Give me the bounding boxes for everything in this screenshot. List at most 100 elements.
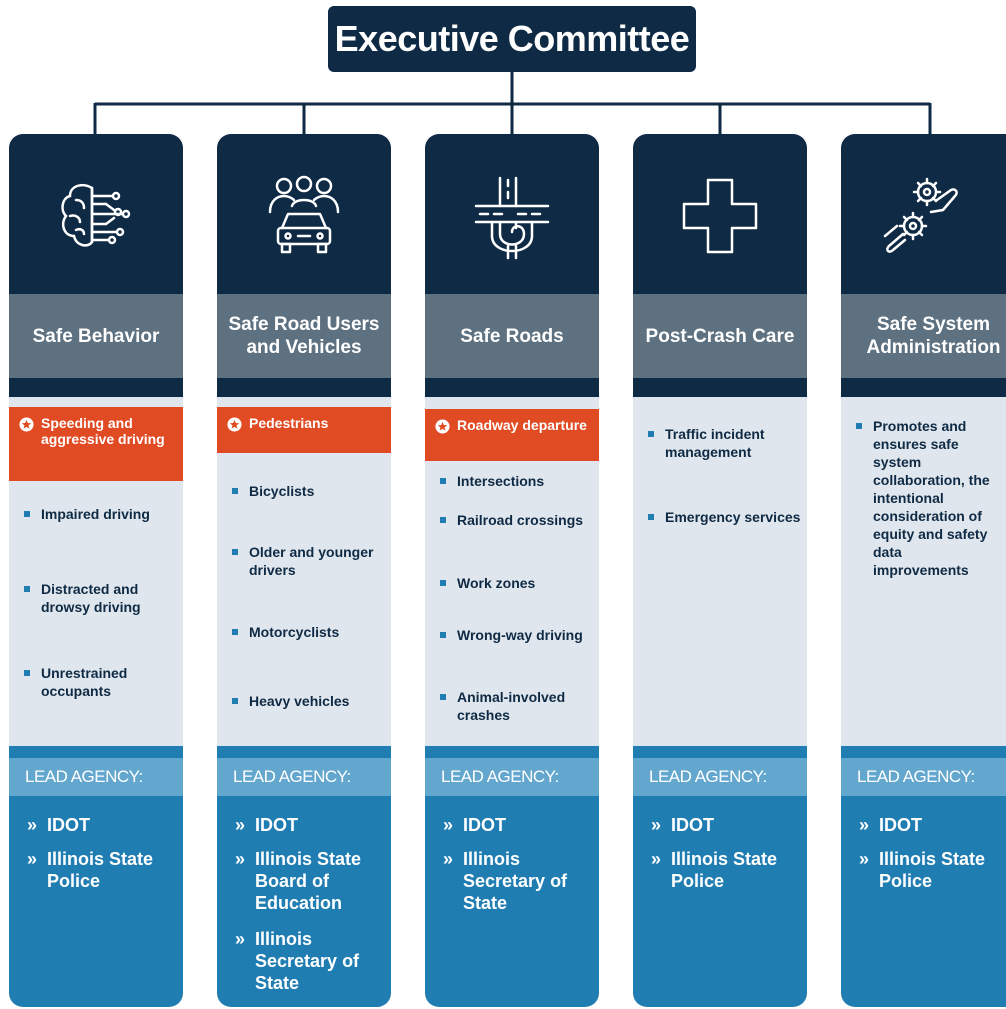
column-header-background xyxy=(841,134,1006,294)
list-item: Emergency services xyxy=(633,508,807,526)
list-item: Wrong-way driving xyxy=(425,626,599,644)
agency-item: » Illinois State Police xyxy=(841,848,1006,892)
list-item-label: Animal-involved crashes xyxy=(457,689,566,723)
column-divider-band xyxy=(217,378,391,397)
chevron-right-icon: » xyxy=(651,815,662,835)
priority-label: Speeding and aggressive driving xyxy=(41,415,165,447)
lead-agency-list: »IDOT » Illinois State Board of Education… xyxy=(217,796,391,1007)
focus-area-list: Pedestrians Bicyclists Older and younger… xyxy=(217,397,391,746)
agency-label: Illinois State Board of Education xyxy=(255,849,362,913)
lead-agency-list: » IDOT » Illinois State Police xyxy=(9,796,183,1007)
list-item-label: Unrestrained occupants xyxy=(41,665,128,699)
column-title: Safe Road Users and Vehicles xyxy=(217,294,391,378)
agency-label: Illinois State Police xyxy=(879,849,986,891)
bullet-icon xyxy=(24,511,30,517)
list-item: Bicyclists xyxy=(217,482,391,500)
executive-committee-title: Executive Committee xyxy=(334,18,690,59)
chevron-right-icon: » xyxy=(235,929,246,949)
agency-label: Illinois Secretary of State xyxy=(463,849,568,913)
agency-item: » Illinois State Police xyxy=(9,848,183,892)
list-item-label: Distracted and drowsy driving xyxy=(41,581,141,615)
lead-agency-list: » IDOT » Illinois State Police xyxy=(841,796,1006,1007)
lead-agency-label: LEAD AGENCY: xyxy=(841,758,1006,796)
column-header-background xyxy=(633,134,807,294)
brain-circuit-icon xyxy=(61,184,131,247)
list-item-label: Impaired driving xyxy=(41,506,150,522)
list-item: Traffic incident management xyxy=(633,425,807,461)
focus-area-list: Roadway departure Intersections Railroad… xyxy=(425,397,599,746)
agency-label: Illinois State Police xyxy=(47,849,154,891)
agency-label: IDOT xyxy=(47,815,90,835)
list-item-label: Older and younger drivers xyxy=(249,544,374,578)
bullet-icon xyxy=(440,478,446,484)
priority-item: Speeding and aggressive driving xyxy=(9,407,183,481)
list-item-label: Promotes and ensures safe system collabo… xyxy=(873,418,990,578)
list-item-label: Railroad crossings xyxy=(457,512,584,528)
list-item-label: Intersections xyxy=(457,473,545,489)
focus-area-list: Promotes and ensures safe system collabo… xyxy=(841,397,1006,746)
agency-label: Illinois State Police xyxy=(671,849,778,891)
road-interchange-icon xyxy=(474,176,550,260)
list-item-label: Motorcyclists xyxy=(249,624,340,640)
column-title: Post-Crash Care xyxy=(633,294,807,378)
agency-label: IDOT xyxy=(463,815,506,835)
chevron-right-icon: » xyxy=(859,815,870,835)
list-item: Work zones xyxy=(425,574,599,592)
column-safe-roads: Safe Roads Roadway departure Intersectio… xyxy=(425,134,599,1007)
list-item-label: Traffic incident management xyxy=(665,426,765,460)
agency-label: IDOT xyxy=(879,815,922,835)
lead-agency-label: LEAD AGENCY: xyxy=(217,758,391,796)
bullet-icon xyxy=(232,549,238,555)
bullet-icon xyxy=(440,694,446,700)
chevron-right-icon: » xyxy=(235,815,246,835)
list-item-label: Heavy vehicles xyxy=(249,693,350,709)
list-item: Impaired driving xyxy=(9,505,183,523)
chevron-right-icon: » xyxy=(27,849,38,869)
column-safe-road-users: Safe Road Users and Vehicles Pedestrians… xyxy=(217,134,391,1007)
lead-agency-label: LEAD AGENCY: xyxy=(425,758,599,796)
column-divider-band xyxy=(425,378,599,397)
agency-label: Illinois Secretary of State xyxy=(255,929,360,993)
agency-item: »IDOT xyxy=(633,814,807,836)
list-item: Intersections xyxy=(425,472,599,490)
chevron-right-icon: » xyxy=(651,849,662,869)
agency-item: » Illinois State Board of Education xyxy=(217,848,391,914)
column-divider-band xyxy=(9,378,183,397)
list-item: Heavy vehicles xyxy=(217,692,391,710)
chevron-right-icon: » xyxy=(235,849,246,869)
focus-area-list: Traffic incident management Emergency se… xyxy=(633,397,807,746)
agency-item: » IDOT xyxy=(841,814,1006,836)
list-item-label: Work zones xyxy=(457,575,536,591)
list-item-label: Wrong-way driving xyxy=(457,627,583,643)
bullet-icon xyxy=(232,629,238,635)
priority-item: Roadway departure xyxy=(425,409,599,461)
chevron-right-icon: » xyxy=(443,849,454,869)
agency-item: » Illinois Secretary of State xyxy=(425,848,599,914)
column-divider-band xyxy=(841,378,1006,397)
lead-agency-list: » IDOT » Illinois Secretary of State xyxy=(425,796,599,1007)
column-title: Safe Behavior xyxy=(9,294,183,378)
lead-separator xyxy=(9,746,183,758)
lead-separator xyxy=(633,746,807,758)
lead-agency-label: LEAD AGENCY: xyxy=(9,758,183,796)
list-item: Distracted and drowsy driving xyxy=(9,580,183,616)
chevron-right-icon: » xyxy=(859,849,870,869)
column-divider-band xyxy=(633,378,807,397)
bullet-icon xyxy=(856,423,862,429)
agency-item: » Illinois State Police xyxy=(633,848,807,892)
chevron-right-icon: » xyxy=(443,815,454,835)
column-safe-behavior: Safe Behavior Speeding and aggressive dr… xyxy=(9,134,183,1007)
agency-item: »IDOT xyxy=(217,814,391,836)
lead-separator xyxy=(425,746,599,758)
list-item: Animal-involved crashes xyxy=(425,688,599,724)
list-item-label: Emergency services xyxy=(665,509,801,525)
executive-committee-box: Executive Committee xyxy=(328,6,696,72)
bullet-icon xyxy=(648,514,654,520)
agency-item: » Illinois Secretary of State xyxy=(217,928,391,994)
bullet-icon xyxy=(24,670,30,676)
column-post-crash-care: Post-Crash Care Traffic incident managem… xyxy=(633,134,807,1007)
lead-agency-label: LEAD AGENCY: xyxy=(633,758,807,796)
lead-separator xyxy=(841,746,1006,758)
list-item: Older and younger drivers xyxy=(217,543,391,579)
bullet-icon xyxy=(440,632,446,638)
